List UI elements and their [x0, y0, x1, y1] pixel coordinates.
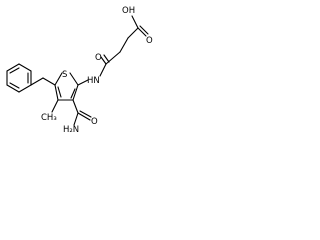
- methyl-bond: [51, 99, 59, 113]
- label-oh: OH: [122, 6, 135, 16]
- thiophene-ring: [54, 72, 79, 101]
- label-carbamoyl-oxygen: O: [91, 117, 98, 127]
- benzene-ring: [6, 63, 32, 93]
- molecule-diagram: OH O O HN S O H₂N CH₃: [6, 6, 153, 135]
- benzyl-linker: [30, 77, 56, 86]
- label-amino: H₂N: [63, 125, 79, 135]
- label-sulfur: S: [62, 70, 67, 80]
- carboxamide-bonds: [72, 99, 92, 126]
- label-amide-oxygen: O: [95, 53, 102, 63]
- amide-chain-bonds: [77, 15, 149, 86]
- label-methyl: CH₃: [41, 113, 57, 123]
- label-nh: HN: [87, 76, 100, 86]
- label-acid-oxygen: O: [146, 36, 153, 46]
